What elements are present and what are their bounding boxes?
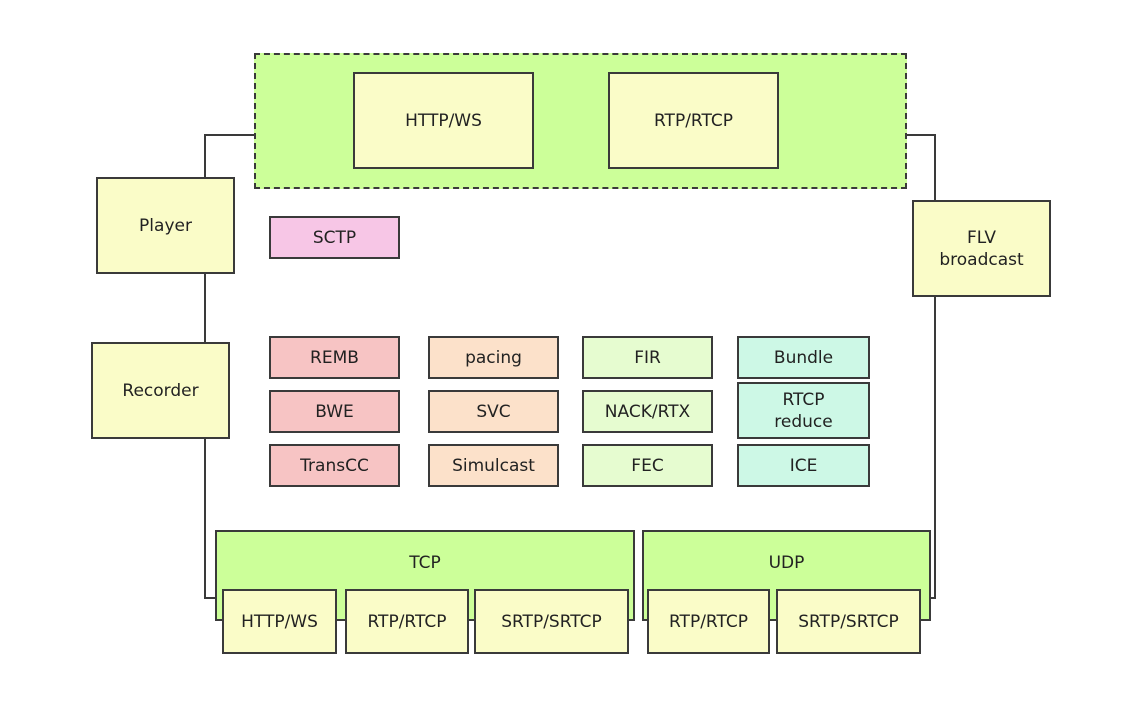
top-http-ws-label: HTTP/WS xyxy=(405,110,482,131)
module-rtcp-reduce: RTCP reduce xyxy=(737,382,870,439)
connector-flv-top xyxy=(906,134,936,201)
top-rtp-rtcp-label: RTP/RTCP xyxy=(653,110,734,131)
transport-item-label: RTP/RTCP xyxy=(668,611,749,632)
module-bundle: Bundle xyxy=(737,336,870,379)
udp-label: UDP xyxy=(768,553,805,573)
module-ice: ICE xyxy=(737,444,870,487)
recorder-label: Recorder xyxy=(122,380,199,401)
connector-recorder-tcp xyxy=(204,438,217,599)
module-label: REMB xyxy=(310,347,359,368)
module-label: TransCC xyxy=(300,455,369,476)
tcp-label: TCP xyxy=(409,553,441,573)
module-bwe: BWE xyxy=(269,390,400,433)
module-fec: FEC xyxy=(582,444,713,487)
module-label: NACK/RTX xyxy=(604,401,691,422)
module-fir: FIR xyxy=(582,336,713,379)
module-svc: SVC xyxy=(428,390,559,433)
module-nack-rtx: NACK/RTX xyxy=(582,390,713,433)
flv-broadcast-box: FLV broadcast xyxy=(912,200,1051,297)
transport-item-label: SRTP/SRTCP xyxy=(501,611,602,632)
module-label: Simulcast xyxy=(452,455,535,476)
module-label: BWE xyxy=(315,401,354,422)
sctp-label: SCTP xyxy=(312,227,357,248)
top-protocol-group xyxy=(254,53,907,189)
udp-srtp-srtcp-box: SRTP/SRTCP xyxy=(776,589,921,654)
module-label: FIR xyxy=(634,347,661,368)
sctp-box: SCTP xyxy=(269,216,400,259)
module-transcc: TransCC xyxy=(269,444,400,487)
connector-player-top xyxy=(204,134,255,178)
player-label: Player xyxy=(139,215,192,236)
top-rtp-rtcp-box: RTP/RTCP xyxy=(608,72,779,169)
tcp-rtp-rtcp-box: RTP/RTCP xyxy=(345,589,469,654)
module-label: Bundle xyxy=(773,347,834,368)
transport-item-label: RTP/RTCP xyxy=(367,611,447,632)
module-simulcast: Simulcast xyxy=(428,444,559,487)
module-label: ICE xyxy=(789,455,818,476)
top-http-ws-box: HTTP/WS xyxy=(353,72,534,169)
tcp-http-ws-box: HTTP/WS xyxy=(222,589,337,654)
module-label: pacing xyxy=(465,347,522,368)
flv-broadcast-label: FLV broadcast xyxy=(939,227,1024,270)
recorder-box: Recorder xyxy=(91,342,230,439)
module-remb: REMB xyxy=(269,336,400,379)
tcp-srtp-srtcp-box: SRTP/SRTCP xyxy=(474,589,629,654)
connector-flv-udp xyxy=(929,297,936,599)
module-pacing: pacing xyxy=(428,336,559,379)
module-label: RTCP reduce xyxy=(774,389,833,432)
player-box: Player xyxy=(96,177,235,274)
module-label: FEC xyxy=(631,455,664,476)
transport-item-label: HTTP/WS xyxy=(241,611,318,632)
transport-item-label: SRTP/SRTCP xyxy=(798,611,899,632)
udp-rtp-rtcp-box: RTP/RTCP xyxy=(647,589,770,654)
module-label: SVC xyxy=(476,401,511,422)
